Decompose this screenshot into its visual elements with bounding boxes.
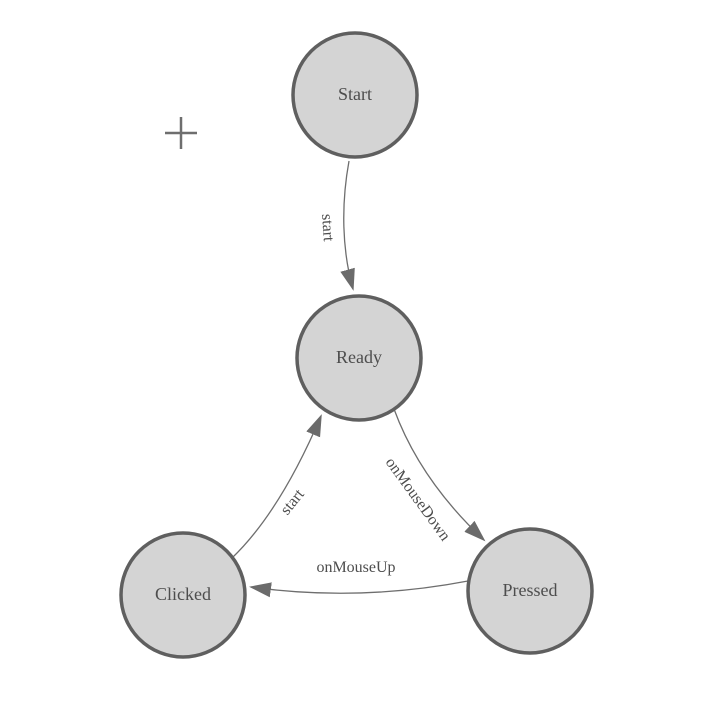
edge-clicked-to-ready[interactable]: start (231, 414, 322, 559)
state-label-ready: Ready (336, 347, 382, 367)
state-node-pressed[interactable]: Pressed (466, 527, 594, 655)
state-label-clicked: Clicked (155, 584, 211, 604)
edge-line[interactable] (393, 408, 486, 542)
edge-ready-to-pressed[interactable]: onMouseDown (382, 408, 486, 544)
edge-start-to-ready[interactable]: start (318, 160, 355, 291)
state-label-start: Start (338, 84, 372, 104)
edge-label-onmousedown: onMouseDown (382, 454, 454, 544)
state-node-clicked[interactable]: Clicked (119, 531, 247, 659)
edge-line[interactable] (231, 414, 322, 559)
edge-pressed-to-clicked[interactable]: onMouseUp (249, 559, 469, 598)
state-label-pressed: Pressed (503, 580, 558, 600)
crosshair-icon (165, 117, 197, 149)
edge-line[interactable] (340, 160, 355, 291)
edge-label-start-2: start (277, 486, 308, 519)
edge-line[interactable] (249, 580, 469, 598)
edge-label-onmouseup: onMouseUp (316, 559, 395, 576)
state-node-ready[interactable]: Ready (295, 294, 423, 422)
state-node-start[interactable]: Start (291, 31, 419, 159)
edge-label-start-1: start (318, 213, 337, 242)
